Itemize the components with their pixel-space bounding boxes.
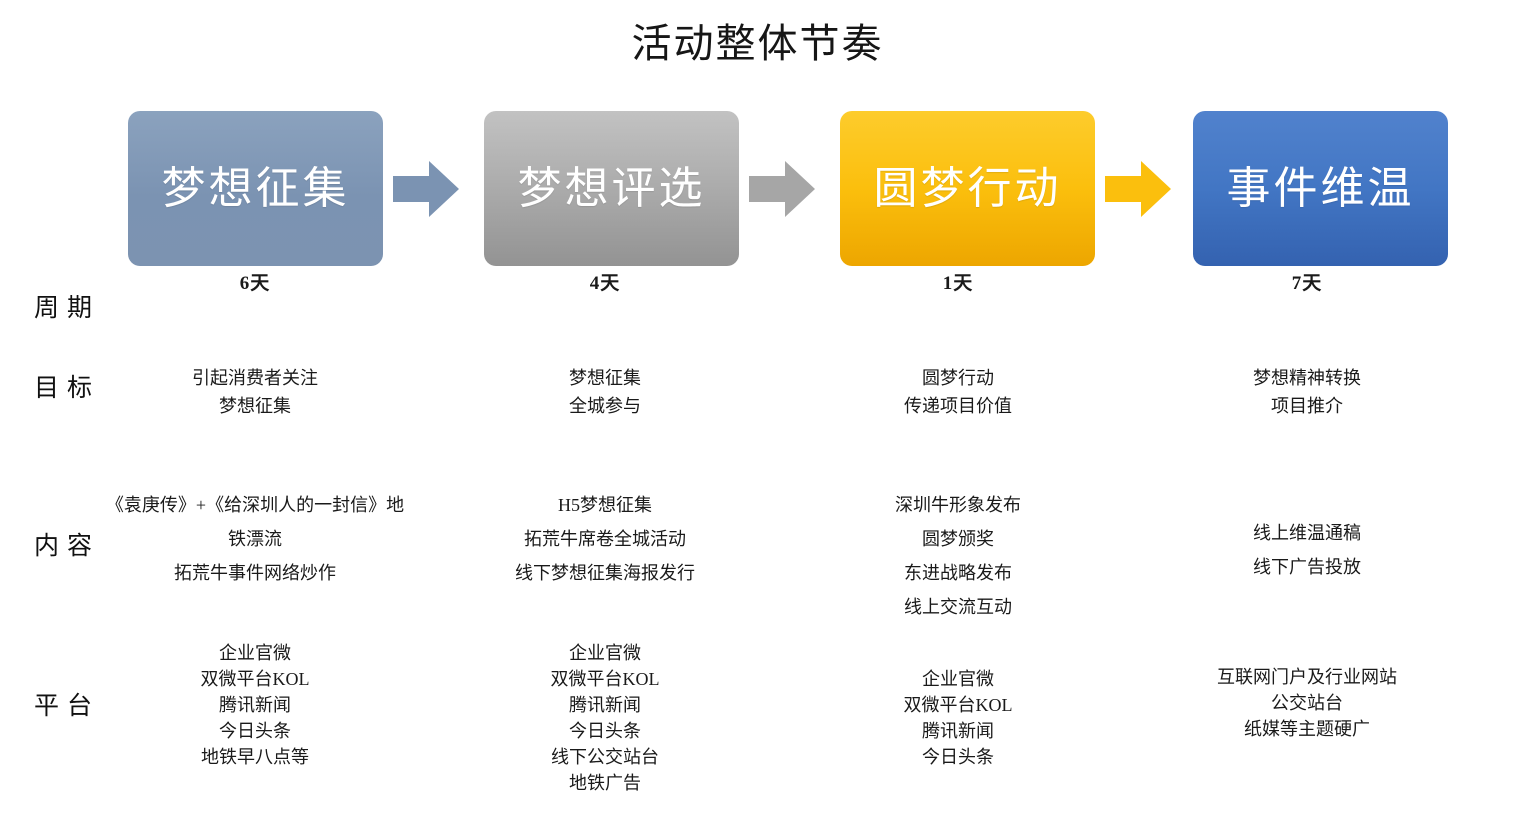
cell-line: 地铁早八点等 — [201, 747, 309, 767]
cell-line: 今日头条 — [569, 721, 641, 741]
attribute-matrix: 周期 6天 4天 1天 7天 目标 引起消费者关注 梦想征集 梦想征集 — [0, 270, 1515, 803]
cell-cycle-stage-4: 7天 — [1157, 270, 1457, 298]
process-flow-band: 梦想征集 梦想评选 圆梦行动 事件维温 — [0, 111, 1515, 266]
cell-goal-stage-1: 引起消费者关注 梦想征集 — [105, 364, 405, 420]
cell-line: 线下梦想征集海报发行 — [515, 563, 695, 583]
cell-platform-stage-3: 企业官微 双微平台KOL 腾讯新闻 今日头条 — [808, 666, 1108, 770]
flow-stage-2-label: 梦想评选 — [517, 163, 706, 213]
cell-goal-stage-3: 圆梦行动 传递项目价值 — [808, 364, 1108, 420]
row-label-content: 内容 — [34, 533, 101, 560]
matrix-row-content: 内容 《袁庚传》+《给深圳人的一封信》地铁漂流 拓荒牛事件网络炒作 H5梦想征集… — [0, 448, 1515, 628]
matrix-row-goal-cells: 引起消费者关注 梦想征集 梦想征集 全城参与 圆梦行动 传递项目价值 梦想精神转… — [0, 336, 1515, 448]
cell-line: 梦想征集 — [219, 396, 291, 416]
cell-line: 公交站台 — [1271, 693, 1343, 713]
cell-line: 项目推介 — [1271, 396, 1343, 416]
cell-platform-stage-2: 企业官微 双微平台KOL 腾讯新闻 今日头条 线下公交站台 地铁广告 — [455, 640, 755, 796]
cell-cycle-stage-1: 6天 — [105, 270, 405, 298]
flow-stage-1-label: 梦想征集 — [161, 163, 350, 213]
flow-stage-3[interactable]: 圆梦行动 — [840, 111, 1095, 266]
cell-content-stage-2: H5梦想征集 拓荒牛席卷全城活动 线下梦想征集海报发行 — [455, 488, 755, 590]
cell-line: 腾讯新闻 — [922, 721, 994, 741]
cell-cycle-stage-3: 1天 — [808, 270, 1108, 298]
cell-line: 今日头条 — [922, 747, 994, 767]
cell-line: 东进战略发布 — [904, 563, 1012, 583]
cell-line: 《袁庚传》+《给深圳人的一封信》地铁漂流 — [105, 495, 405, 549]
cell-line: 双微平台KOL — [550, 669, 660, 689]
cell-line: 线上维温通稿 — [1253, 523, 1361, 543]
arrow-right-icon — [393, 159, 459, 219]
cell-platform-stage-4: 互联网门户及行业网站 公交站台 纸媒等主题硬广 — [1157, 664, 1457, 742]
page-title: 活动整体节奏 — [631, 21, 884, 66]
cell-line: 双微平台KOL — [903, 695, 1013, 715]
flow-stage-3-label: 圆梦行动 — [873, 163, 1062, 213]
cell-line: 圆梦行动 — [922, 368, 994, 388]
cell-line: 拓荒牛席卷全城活动 — [524, 529, 686, 549]
cell-line: 腾讯新闻 — [219, 695, 291, 715]
cell-line: 7天 — [1291, 273, 1323, 294]
flow-stage-4[interactable]: 事件维温 — [1193, 111, 1448, 266]
cell-line: 传递项目价值 — [904, 396, 1012, 416]
arrow-right-icon — [1105, 159, 1171, 219]
cell-line: 引起消费者关注 — [192, 368, 318, 388]
cell-line: 线下公交站台 — [551, 747, 659, 767]
cell-line: 1天 — [942, 273, 974, 294]
flow-stage-1[interactable]: 梦想征集 — [128, 111, 383, 266]
cell-line: 全城参与 — [569, 396, 641, 416]
cell-line: 地铁广告 — [569, 773, 641, 793]
matrix-row-platform: 平台 企业官微 双微平台KOL 腾讯新闻 今日头条 地铁早八点等 企业官微 双微… — [0, 628, 1515, 803]
cell-line: 纸媒等主题硬广 — [1244, 719, 1370, 739]
cell-line: 腾讯新闻 — [569, 695, 641, 715]
cell-goal-stage-2: 梦想征集 全城参与 — [455, 364, 755, 420]
cell-line: H5梦想征集 — [558, 495, 652, 515]
cell-line: 企业官微 — [922, 669, 994, 689]
cell-platform-stage-1: 企业官微 双微平台KOL 腾讯新闻 今日头条 地铁早八点等 — [105, 640, 405, 770]
cell-line: 互联网门户及行业网站 — [1217, 667, 1397, 687]
cell-line: 今日头条 — [219, 721, 291, 741]
cell-line: 6天 — [239, 273, 271, 294]
cell-line: 拓荒牛事件网络炒作 — [174, 563, 336, 583]
cell-content-stage-1: 《袁庚传》+《给深圳人的一封信》地铁漂流 拓荒牛事件网络炒作 — [105, 488, 405, 590]
cell-line: 双微平台KOL — [200, 669, 310, 689]
row-label-goal: 目标 — [34, 375, 101, 402]
row-label-cycle: 周期 — [34, 295, 101, 322]
cell-line: 梦想征集 — [569, 368, 641, 388]
arrow-right-icon — [749, 159, 815, 219]
matrix-row-platform-cells: 企业官微 双微平台KOL 腾讯新闻 今日头条 地铁早八点等 企业官微 双微平台K… — [0, 628, 1515, 803]
flow-stage-4-label: 事件维温 — [1226, 163, 1415, 213]
cell-line: 企业官微 — [569, 643, 641, 663]
matrix-row-goal: 目标 引起消费者关注 梦想征集 梦想征集 全城参与 圆梦行动 传递项目价值 梦想… — [0, 336, 1515, 448]
matrix-row-cycle-cells: 6天 4天 1天 7天 — [0, 270, 1515, 336]
cell-goal-stage-4: 梦想精神转换 项目推介 — [1157, 364, 1457, 420]
cell-line: 线下广告投放 — [1253, 557, 1361, 577]
cell-line: 圆梦颁奖 — [922, 529, 994, 549]
cell-line: 深圳牛形象发布 — [895, 495, 1021, 515]
cell-line: 梦想精神转换 — [1253, 368, 1361, 388]
cell-line: 4天 — [589, 273, 621, 294]
cell-content-stage-3: 深圳牛形象发布 圆梦颁奖 东进战略发布 线上交流互动 — [808, 488, 1108, 624]
matrix-row-content-cells: 《袁庚传》+《给深圳人的一封信》地铁漂流 拓荒牛事件网络炒作 H5梦想征集 拓荒… — [0, 448, 1515, 628]
cell-line: 线上交流互动 — [904, 597, 1012, 617]
cell-content-stage-4: 线上维温通稿 线下广告投放 — [1157, 516, 1457, 584]
matrix-row-cycle: 周期 6天 4天 1天 7天 — [0, 270, 1515, 336]
row-label-platform: 平台 — [34, 693, 101, 720]
flow-stage-2[interactable]: 梦想评选 — [484, 111, 739, 266]
cell-cycle-stage-2: 4天 — [455, 270, 755, 298]
cell-line: 企业官微 — [219, 643, 291, 663]
